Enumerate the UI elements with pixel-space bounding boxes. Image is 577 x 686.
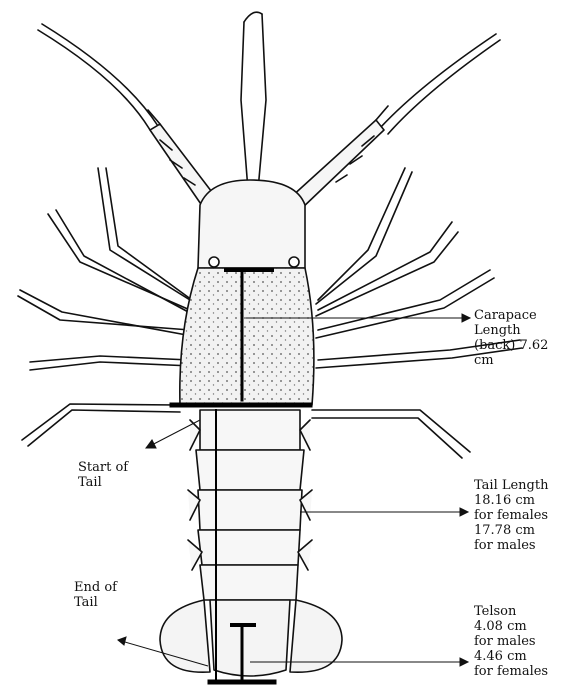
tail-length-line-4: 17.78 cm bbox=[474, 523, 548, 538]
tail bbox=[188, 410, 312, 600]
tail-length-line-5: for males bbox=[474, 538, 548, 553]
telson-line-4: 4.46 cm bbox=[474, 649, 548, 664]
telson-label: Telson 4.08 cm for males 4.46 cm for fem… bbox=[474, 604, 548, 679]
tail-length-line-3: for females bbox=[474, 508, 548, 523]
end-tail-line-1: End of bbox=[74, 580, 117, 595]
telson-line-1: Telson bbox=[474, 604, 548, 619]
start-tail-line-2: Tail bbox=[78, 475, 128, 490]
carapace-length-label: Carapace Length (back) 7.62 cm bbox=[474, 308, 548, 368]
tail-length-line-2: 18.16 cm bbox=[474, 493, 548, 508]
carapace-line-3: (back) 7.62 bbox=[474, 338, 548, 353]
end-of-tail-label: End of Tail bbox=[74, 580, 117, 610]
start-of-tail-label: Start of Tail bbox=[78, 460, 128, 490]
carapace-line-4: cm bbox=[474, 353, 548, 368]
carapace-line-2: Length bbox=[474, 323, 548, 338]
carapace bbox=[180, 268, 314, 405]
telson-line-2: 4.08 cm bbox=[474, 619, 548, 634]
antenna-right bbox=[290, 34, 500, 210]
carapace-line-1: Carapace bbox=[474, 308, 548, 323]
end-tail-line-2: Tail bbox=[74, 595, 117, 610]
legs-left bbox=[18, 168, 192, 446]
rostrum bbox=[241, 12, 266, 190]
start-tail-line-1: Start of bbox=[78, 460, 128, 475]
antenna-left bbox=[38, 24, 218, 210]
telson-line-5: for females bbox=[474, 664, 548, 679]
tail-length-line-1: Tail Length bbox=[474, 478, 548, 493]
tail-fan bbox=[160, 600, 342, 676]
telson-line-3: for males bbox=[474, 634, 548, 649]
tail-length-label: Tail Length 18.16 cm for females 17.78 c… bbox=[474, 478, 548, 553]
head bbox=[198, 180, 305, 268]
